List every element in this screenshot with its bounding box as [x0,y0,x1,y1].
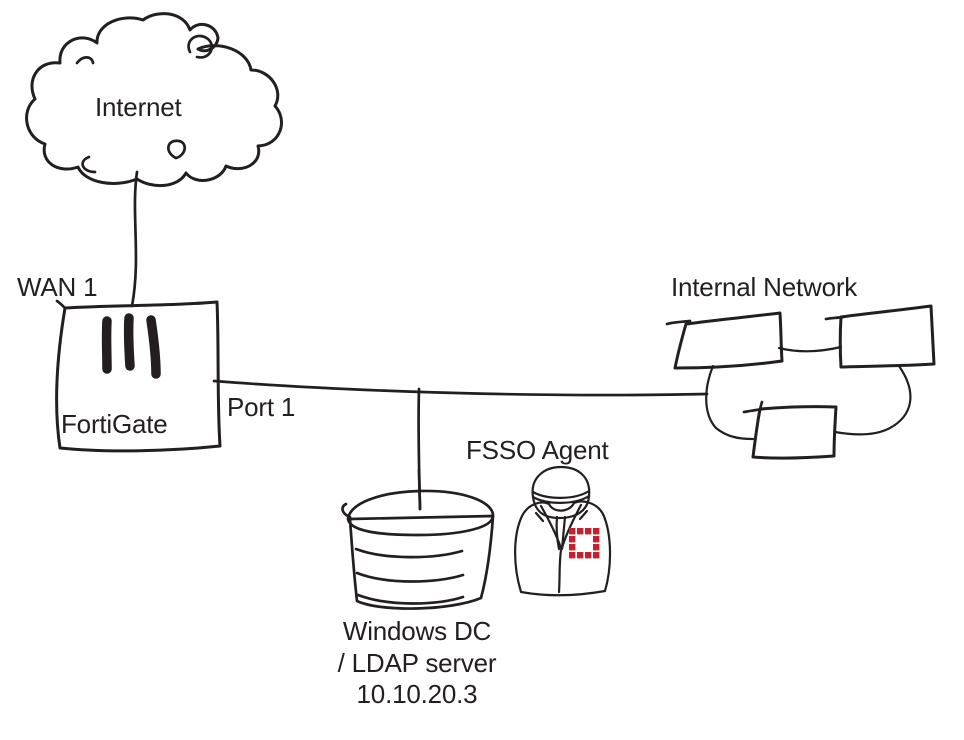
agent-cap-brim-lower [531,494,591,504]
cloud-outline [25,12,283,187]
logo-square [585,528,592,535]
wan-link-stroke [130,170,139,308]
agent-cap-brim-upper [531,489,591,499]
server-ip-label: 10.10.20.3 [356,679,478,709]
agent-coat-outline [514,500,612,597]
internet-cloud [25,12,283,187]
agent-coat-seam [557,548,563,594]
cylinder-disc-line-2 [355,571,465,583]
logo-square [569,536,576,543]
fortigate-box-corner-tick [55,299,67,310]
server-name-line1: Windows DC [342,616,492,646]
fortigate-label: FortiGate [61,409,168,439]
lan-bus-stroke [212,379,709,397]
logo-square [569,544,576,551]
node-connector-top [777,345,843,353]
lan-node-rect-top-left [673,311,784,370]
logo-square [577,552,584,559]
logo-square [593,552,600,559]
port1-label: Port 1 [227,392,296,422]
agent-collar-tick-left [534,511,545,523]
cylinder-disc-line-3 [356,593,465,605]
wan1-label: WAN 1 [17,272,98,302]
fortigate-device [55,299,222,453]
logo-square [569,552,576,559]
node-connector-right-curve [833,364,912,436]
agent-tie-right-edge [560,515,567,551]
agent-tie-left-edge [555,515,561,551]
led-bar-2 [123,313,135,371]
logo-square [585,552,592,559]
server-name-line2: / LDAP server [337,647,497,678]
agent-collar-tick-right [578,509,589,521]
lan-node-rect-top-left-tail [665,319,692,326]
cloud-curl-top-left [75,56,95,65]
database-cylinder-icon [341,468,495,610]
logo-square [593,528,600,535]
fsso-agent-person-icon [514,465,612,597]
server-link-tail [417,468,422,511]
cylinder-body [348,514,495,610]
cylinder-top-rim [346,489,495,537]
cylinder-rim-flick [341,502,352,519]
lan-node-rect-bottom [751,405,838,460]
logo-square [593,536,600,543]
server-caption: Windows DC / LDAP server 10.10.20.3 [292,616,542,711]
lan-node-rect-bottom-edge-overshoot [756,400,764,422]
wan-link-line [130,170,139,308]
logo-square [577,528,584,535]
logo-square [593,544,600,551]
fortigate-box-outline [55,300,222,453]
led-bar-3 [146,315,161,379]
lan-node-rect-top-right [838,304,936,369]
lan-bus-line [212,379,709,397]
cylinder-disc-line-1 [354,547,464,559]
internal-network-connectors [705,345,912,441]
cloud-curl-top-right [187,34,214,59]
lan-node-rect-top-right-tail [824,315,845,321]
fsso-agent-label: FSSO Agent [466,435,609,465]
agent-lapel-left [539,504,563,550]
fortigate-led-bars [101,313,161,379]
internet-label: Internet [95,92,182,122]
cloud-curl-bottom-left [81,155,97,174]
node-connector-left-curve [705,364,755,441]
cloud-curl-bottom-middle [167,139,186,160]
logo-square [569,528,576,535]
agent-logo-grid [569,528,600,559]
internal-network-group [665,304,936,460]
internal-network-label: Internal Network [671,272,858,302]
